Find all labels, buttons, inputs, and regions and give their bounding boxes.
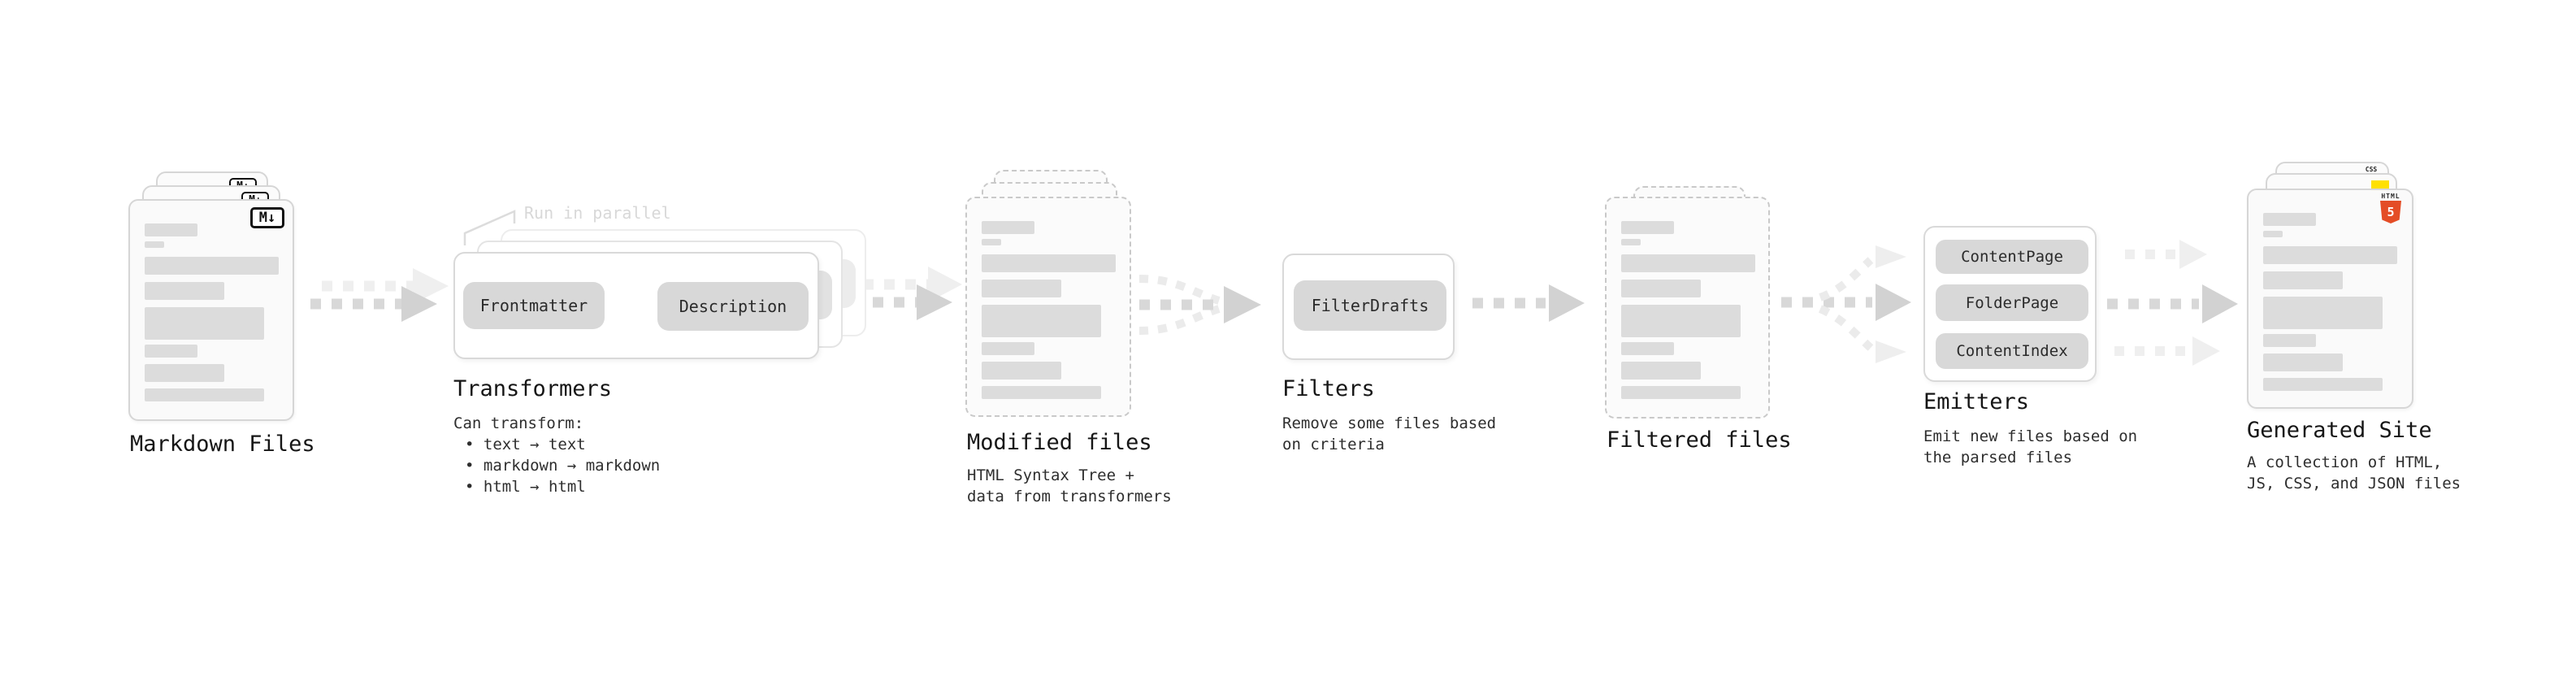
transform-bullet: • text → text (465, 436, 586, 453)
desc-line: the parsed files (1923, 449, 2073, 466)
placeholder-bar (1621, 254, 1755, 272)
transformer-layer-front: Frontmatter Description (453, 252, 819, 359)
placeholder-bar (982, 305, 1101, 337)
placeholder-bar (2263, 378, 2383, 391)
generated-html-file-card: HTML 5 (2247, 189, 2413, 409)
placeholder-bar (145, 241, 164, 248)
emitters-description: Emit new files based on the parsed files (1923, 426, 2137, 468)
generated-site-description: A collection of HTML, JS, CSS, and JSON … (2247, 452, 2461, 494)
arrow-filtered-to-emitters (1781, 245, 1911, 363)
desc-line: Remove some files based (1282, 414, 1497, 432)
stage-title-filters: Filters (1282, 376, 1375, 401)
file-content-placeholder (2249, 190, 2412, 391)
transformer-frontmatter-pill: Frontmatter (463, 282, 605, 329)
file-content-placeholder (967, 198, 1130, 399)
desc-line: HTML Syntax Tree + (967, 466, 1134, 484)
filters-description: Remove some files based on criteria (1282, 413, 1496, 455)
emitter-contentindex-pill: ContentIndex (1936, 333, 2088, 369)
arrow-filters-to-filtered (1472, 284, 1585, 322)
arrow-transformers-to-modified (830, 267, 962, 320)
css-icon-label: CSS (2365, 166, 2378, 173)
desc-line: A collection of HTML, (2247, 453, 2443, 471)
placeholder-bar (2263, 334, 2316, 347)
desc-line: on criteria (1282, 436, 1385, 453)
filters-panel: FilterDrafts (1282, 254, 1455, 360)
placeholder-bar (982, 239, 1001, 245)
stage-title-markdown-files: Markdown Files (130, 432, 315, 457)
placeholder-bar (145, 388, 264, 401)
filter-drafts-pill: FilterDrafts (1294, 280, 1446, 331)
html5-icon-word: HTML (2381, 193, 2400, 200)
placeholder-bar (145, 345, 197, 358)
placeholder-bar (982, 342, 1034, 355)
placeholder-bar (2263, 297, 2383, 329)
placeholder-bar (2263, 231, 2283, 237)
placeholder-bar (1621, 362, 1701, 380)
file-content-placeholder (130, 201, 293, 401)
stage-title-filtered-files: Filtered files (1607, 427, 1792, 453)
transform-bullet: • html → html (465, 478, 586, 496)
modified-file-card (965, 197, 1131, 417)
placeholder-bar (1621, 305, 1741, 337)
placeholder-bar (145, 282, 224, 300)
placeholder-bar (1621, 239, 1641, 245)
run-in-parallel-callout-line (463, 210, 516, 245)
stage-title-modified-files: Modified files (967, 430, 1152, 455)
arrow-markdown-to-transformers (310, 268, 449, 322)
desc-line: Emit new files based on (1923, 427, 2138, 445)
desc-line: data from transformers (967, 488, 1172, 505)
placeholder-bar (1621, 221, 1674, 234)
file-content-placeholder (1607, 198, 1768, 399)
stage-title-emitters: Emitters (1923, 389, 2030, 414)
placeholder-bar (145, 307, 264, 340)
placeholder-bar (2263, 271, 2343, 289)
placeholder-bar (982, 221, 1034, 234)
placeholder-bar (145, 257, 279, 275)
arrow-modified-to-filters (1138, 275, 1261, 335)
modified-files-description: HTML Syntax Tree + data from transformer… (967, 465, 1172, 507)
placeholder-bar (145, 364, 224, 382)
emitter-folderpage-pill: FolderPage (1936, 284, 2088, 321)
desc-line: JS, CSS, and JSON files (2247, 475, 2461, 492)
placeholder-bar (1621, 342, 1674, 355)
transformer-description-pill: Description (657, 282, 809, 331)
markdown-file-card: M↓ (128, 199, 294, 421)
run-in-parallel-annotation: Run in parallel (524, 203, 671, 223)
javascript-icon (2371, 180, 2389, 189)
placeholder-bar (982, 254, 1116, 272)
placeholder-bar (2263, 213, 2316, 226)
html5-icon-number: 5 (2387, 205, 2395, 219)
transform-bullet: • markdown → markdown (465, 457, 661, 475)
html5-icon-shield: 5 (2380, 201, 2401, 223)
placeholder-bar (1621, 280, 1701, 297)
placeholder-bar (982, 386, 1101, 399)
emitters-panel: ContentPage FolderPage ContentIndex (1923, 226, 2097, 382)
stage-title-generated-site: Generated Site (2247, 418, 2432, 443)
emitter-contentpage-pill: ContentPage (1936, 240, 2088, 274)
placeholder-bar (2263, 354, 2343, 371)
placeholder-bar (982, 362, 1061, 380)
markdown-icon: M↓ (250, 207, 284, 228)
placeholder-bar (1621, 386, 1741, 399)
stage-title-transformers: Transformers (453, 376, 613, 401)
placeholder-bar (145, 223, 197, 236)
html5-icon: HTML 5 (2379, 193, 2402, 223)
placeholder-bar (2263, 246, 2397, 264)
filtered-file-card (1605, 197, 1770, 419)
placeholder-bar (982, 280, 1061, 297)
arrow-emitters-to-generated (2107, 240, 2238, 366)
transformers-description: Can transform: • text → text • markdown … (453, 413, 660, 497)
transformers-desc-heading: Can transform: (453, 414, 584, 432)
